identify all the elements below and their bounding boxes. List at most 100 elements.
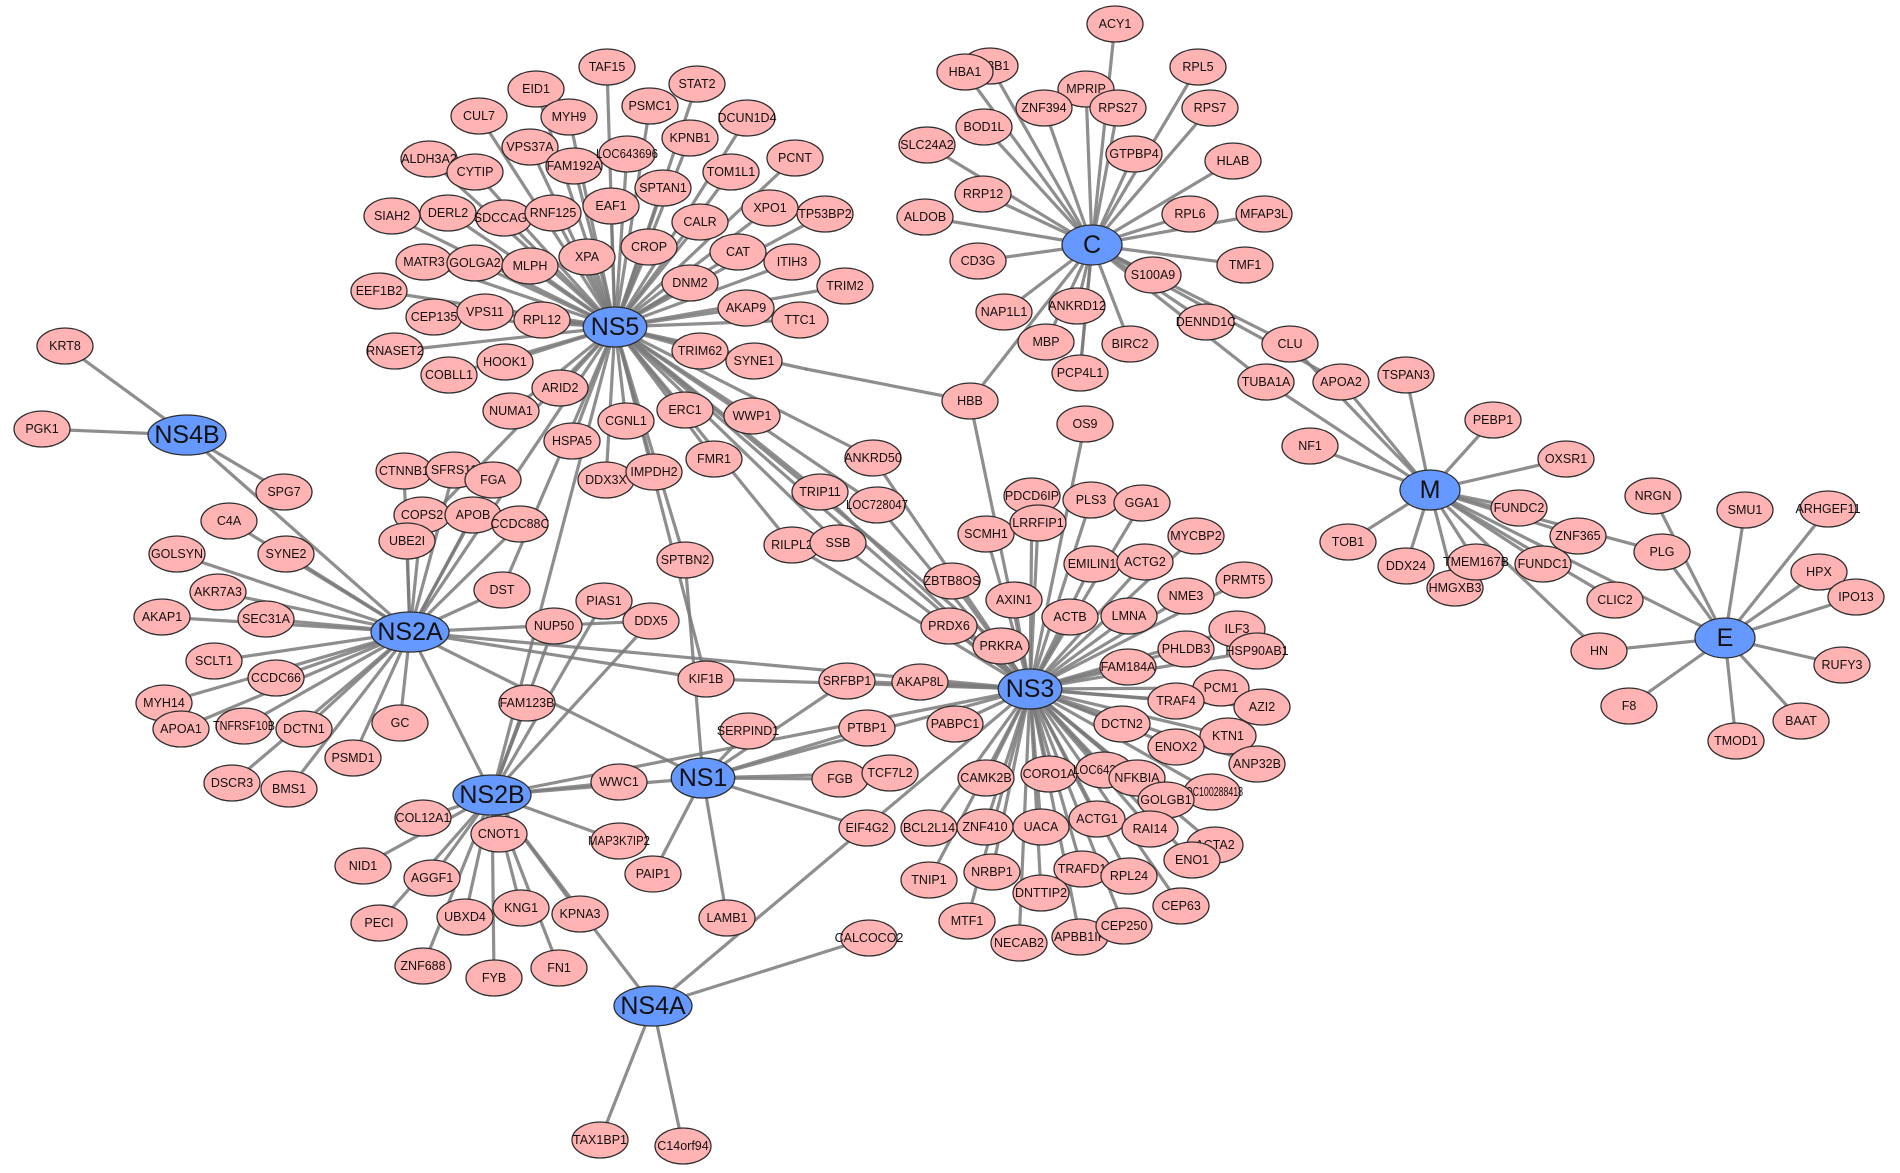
protein-node-fam192a[interactable]: FAM192A xyxy=(545,147,603,185)
protein-node-sptan1[interactable]: SPTAN1 xyxy=(634,169,692,207)
protein-node-erc1[interactable]: ERC1 xyxy=(656,391,714,429)
protein-node-rpl6[interactable]: RPL6 xyxy=(1161,195,1219,233)
protein-node-clic2[interactable]: CLIC2 xyxy=(1586,581,1644,619)
protein-node-impdh2[interactable]: IMPDH2 xyxy=(625,453,683,491)
protein-node-hba1[interactable]: HBA1 xyxy=(936,53,994,91)
protein-node-ktn1[interactable]: KTN1 xyxy=(1199,717,1257,755)
protein-node-znf688[interactable]: ZNF688 xyxy=(394,947,452,985)
protein-node-sdccag8[interactable]: SDCCAG8 xyxy=(474,199,534,237)
protein-node-rpl24[interactable]: RPL24 xyxy=(1100,857,1158,895)
hub-node-ns4a[interactable]: NS4A xyxy=(613,985,693,1027)
protein-node-tnfrsf10b[interactable]: TNFRSF10B xyxy=(213,707,275,745)
protein-node-znf365[interactable]: ZNF365 xyxy=(1549,517,1607,555)
protein-node-nrgn[interactable]: NRGN xyxy=(1624,477,1682,515)
protein-node-tuba1a[interactable]: TUBA1A xyxy=(1237,363,1295,401)
protein-node-vps11[interactable]: VPS11 xyxy=(456,293,514,331)
protein-node-scmh1[interactable]: SCMH1 xyxy=(957,515,1015,553)
protein-node-mtf1[interactable]: MTF1 xyxy=(938,902,996,940)
protein-node-col12a1[interactable]: COL12A1 xyxy=(394,799,452,837)
protein-node-slc24a2[interactable]: SLC24A2 xyxy=(898,126,956,164)
protein-node-pcnt[interactable]: PCNT xyxy=(766,139,824,177)
protein-node-fundc2[interactable]: FUNDC2 xyxy=(1490,489,1548,527)
protein-node-ccdc66[interactable]: CCDC66 xyxy=(247,659,305,697)
protein-node-dscr3[interactable]: DSCR3 xyxy=(203,764,261,802)
protein-node-zbtb8os[interactable]: ZBTB8OS xyxy=(923,562,981,600)
protein-node-nid1[interactable]: NID1 xyxy=(334,847,392,885)
protein-node-coro1a[interactable]: CORO1A xyxy=(1020,755,1078,793)
protein-node-derl2[interactable]: DERL2 xyxy=(419,194,477,232)
protein-node-gga1[interactable]: GGA1 xyxy=(1113,484,1171,522)
protein-node-aggf1[interactable]: AGGF1 xyxy=(403,859,461,897)
protein-node-srfbp1[interactable]: SRFBP1 xyxy=(818,662,876,700)
protein-node-cytip[interactable]: CYTIP xyxy=(446,153,504,191)
protein-node-bms1[interactable]: BMS1 xyxy=(260,770,318,808)
protein-node-phldb3[interactable]: PHLDB3 xyxy=(1157,630,1215,668)
protein-node-golgb1[interactable]: GOLGB1 xyxy=(1137,781,1195,819)
protein-node-axin1[interactable]: AXIN1 xyxy=(985,581,1043,619)
protein-node-dennd1c[interactable]: DENND1C xyxy=(1176,303,1236,341)
protein-node-trip11[interactable]: TRIP11 xyxy=(791,473,849,511)
protein-node-prdx6[interactable]: PRDX6 xyxy=(920,607,978,645)
protein-node-prkra[interactable]: PRKRA xyxy=(972,627,1030,665)
protein-node-ddx5[interactable]: DDX5 xyxy=(622,602,680,640)
protein-node-myh9[interactable]: MYH9 xyxy=(540,98,598,136)
protein-node-siah2[interactable]: SIAH2 xyxy=(363,197,421,235)
protein-node-eaf1[interactable]: EAF1 xyxy=(582,187,640,225)
protein-node-uaca[interactable]: UACA xyxy=(1012,808,1070,846)
protein-node-actg2[interactable]: ACTG2 xyxy=(1116,543,1174,581)
protein-node-gtpbp4[interactable]: GTPBP4 xyxy=(1105,135,1163,173)
protein-node-nap1l1[interactable]: NAP1L1 xyxy=(975,293,1033,331)
protein-node-rpl12[interactable]: RPL12 xyxy=(513,301,571,339)
protein-node-dcun1d4[interactable]: DCUN1D4 xyxy=(717,99,777,137)
protein-node-prmt5[interactable]: PRMT5 xyxy=(1215,561,1273,599)
protein-node-cgnl1[interactable]: CGNL1 xyxy=(597,402,655,440)
hub-node-ns4b[interactable]: NS4B xyxy=(147,414,227,456)
protein-node-rps27[interactable]: RPS27 xyxy=(1089,89,1147,127)
protein-node-anp32b[interactable]: ANP32B xyxy=(1228,745,1286,783)
protein-node-lrrfip1[interactable]: LRRFIP1 xyxy=(1009,504,1067,542)
protein-node-dst[interactable]: DST xyxy=(473,571,531,609)
protein-node-eif4g2[interactable]: EIF4G2 xyxy=(838,809,896,847)
protein-node-fn1[interactable]: FN1 xyxy=(530,949,588,987)
protein-node-fam184a[interactable]: FAM184A xyxy=(1099,648,1157,686)
protein-node-acy1[interactable]: ACY1 xyxy=(1086,5,1144,43)
protein-node-sec31a[interactable]: SEC31A xyxy=(237,600,295,638)
protein-node-taf15[interactable]: TAF15 xyxy=(578,48,636,86)
protein-node-tp53bp2[interactable]: TP53BP2 xyxy=(796,195,854,233)
protein-node-loc643696[interactable]: LOC643696 xyxy=(596,135,658,173)
protein-node-bod1l[interactable]: BOD1L xyxy=(955,108,1013,146)
protein-node-wwc1[interactable]: WWC1 xyxy=(590,763,648,801)
protein-node-hspa5[interactable]: HSPA5 xyxy=(543,422,601,460)
protein-node-fmr1[interactable]: FMR1 xyxy=(685,440,743,478)
protein-node-hbb[interactable]: HBB xyxy=(941,382,999,420)
hub-node-e[interactable]: E xyxy=(1694,617,1756,659)
protein-node-rps7[interactable]: RPS7 xyxy=(1181,89,1239,127)
protein-node-rufy3[interactable]: RUFY3 xyxy=(1813,646,1871,684)
protein-node-vps37a[interactable]: VPS37A xyxy=(501,128,559,166)
protein-node-nfkbia[interactable]: NFKBIA xyxy=(1108,759,1166,797)
protein-node-ubxd4[interactable]: UBXD4 xyxy=(436,898,494,936)
protein-node-sptbn2[interactable]: SPTBN2 xyxy=(656,541,714,579)
protein-node-tnip1[interactable]: TNIP1 xyxy=(900,861,958,899)
protein-node-camk2b[interactable]: CAMK2B xyxy=(957,759,1015,797)
protein-node-peci[interactable]: PECI xyxy=(350,904,408,942)
protein-node-golsyn[interactable]: GOLSYN xyxy=(148,535,206,573)
protein-node-lmna[interactable]: LMNA xyxy=(1100,597,1158,635)
protein-node-xpa[interactable]: XPA xyxy=(558,238,616,276)
protein-node-os9[interactable]: OS9 xyxy=(1056,405,1114,443)
protein-node-fyb[interactable]: FYB xyxy=(465,959,523,997)
protein-node-tmod1[interactable]: TMOD1 xyxy=(1707,722,1765,760)
protein-node-nme3[interactable]: NME3 xyxy=(1157,577,1215,615)
protein-node-enox2[interactable]: ENOX2 xyxy=(1147,728,1205,766)
protein-node-necab2[interactable]: NECAB2 xyxy=(990,924,1048,962)
protein-node-ipo13[interactable]: IPO13 xyxy=(1827,578,1885,616)
protein-node-fam123b[interactable]: FAM123B xyxy=(498,684,556,722)
protein-node-crop[interactable]: CROP xyxy=(620,228,678,266)
protein-node-mlph[interactable]: MLPH xyxy=(501,247,559,285)
protein-node-ube2i[interactable]: UBE2I xyxy=(378,522,436,560)
protein-node-syne2[interactable]: SYNE2 xyxy=(257,535,315,573)
protein-node-eef1b2[interactable]: EEF1B2 xyxy=(350,272,408,310)
protein-node-rnaset2[interactable]: RNASET2 xyxy=(366,332,424,370)
protein-node-cnot1[interactable]: CNOT1 xyxy=(470,815,528,853)
protein-node-oxsr1[interactable]: OXSR1 xyxy=(1537,440,1595,478)
